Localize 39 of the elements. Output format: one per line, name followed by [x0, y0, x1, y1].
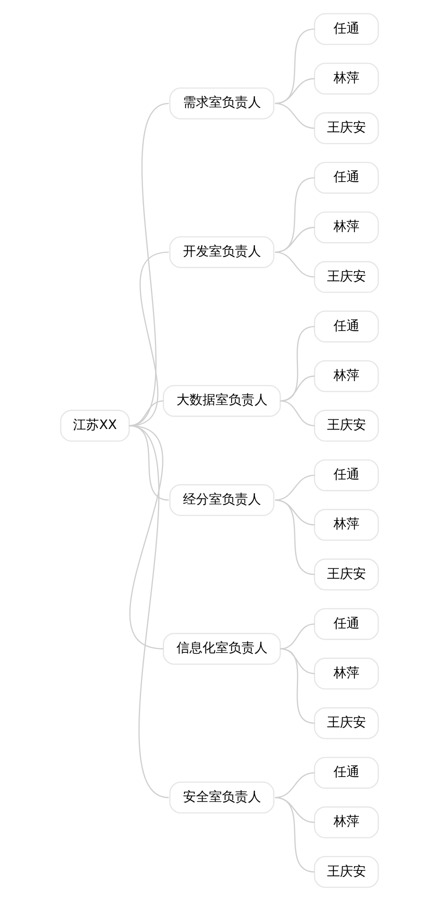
- connector: [274, 500, 314, 526]
- connector: [280, 326, 314, 402]
- node-box: 林萍: [313, 360, 378, 392]
- node-box: 任通: [313, 162, 378, 194]
- node-box: 林萍: [313, 658, 378, 690]
- connector: [274, 28, 314, 104]
- connector: [274, 252, 314, 278]
- node-box: 林萍: [313, 62, 378, 95]
- node-box: 江苏XX: [60, 410, 130, 442]
- connector: [128, 425, 168, 798]
- node-box: 信息化室负责人: [162, 632, 280, 665]
- connector: [128, 425, 164, 650]
- node-box: 林萍: [313, 806, 378, 838]
- connector: [274, 102, 314, 129]
- node-box: 王庆安: [313, 112, 378, 144]
- node-box: 王庆安: [313, 558, 378, 590]
- connector: [280, 400, 314, 426]
- node-box: 王庆安: [313, 410, 378, 442]
- connector: [274, 78, 314, 104]
- connector: [280, 376, 314, 402]
- connector: [280, 648, 314, 724]
- connector: [274, 500, 314, 576]
- node-box: 王庆安: [313, 707, 378, 740]
- node-box: 王庆安: [313, 261, 378, 293]
- node-box: 林萍: [313, 211, 378, 244]
- node-box: 任通: [313, 756, 378, 789]
- node-box: 任通: [313, 13, 378, 45]
- node-box: 任通: [313, 310, 378, 342]
- node-box: 经分室负责人: [168, 484, 274, 516]
- connector: [274, 796, 314, 873]
- node-box: 任通: [313, 459, 378, 492]
- node-box: 开发室负责人: [168, 236, 274, 268]
- node-box: 需求室负责人: [168, 88, 274, 120]
- node-box: 林萍: [313, 508, 378, 541]
- node-box: 王庆安: [313, 856, 378, 888]
- node-box: 任通: [313, 608, 378, 640]
- node-box: 大数据室负责人: [162, 384, 280, 417]
- connector: [280, 623, 314, 650]
- node-box: 安全室负责人: [168, 782, 274, 814]
